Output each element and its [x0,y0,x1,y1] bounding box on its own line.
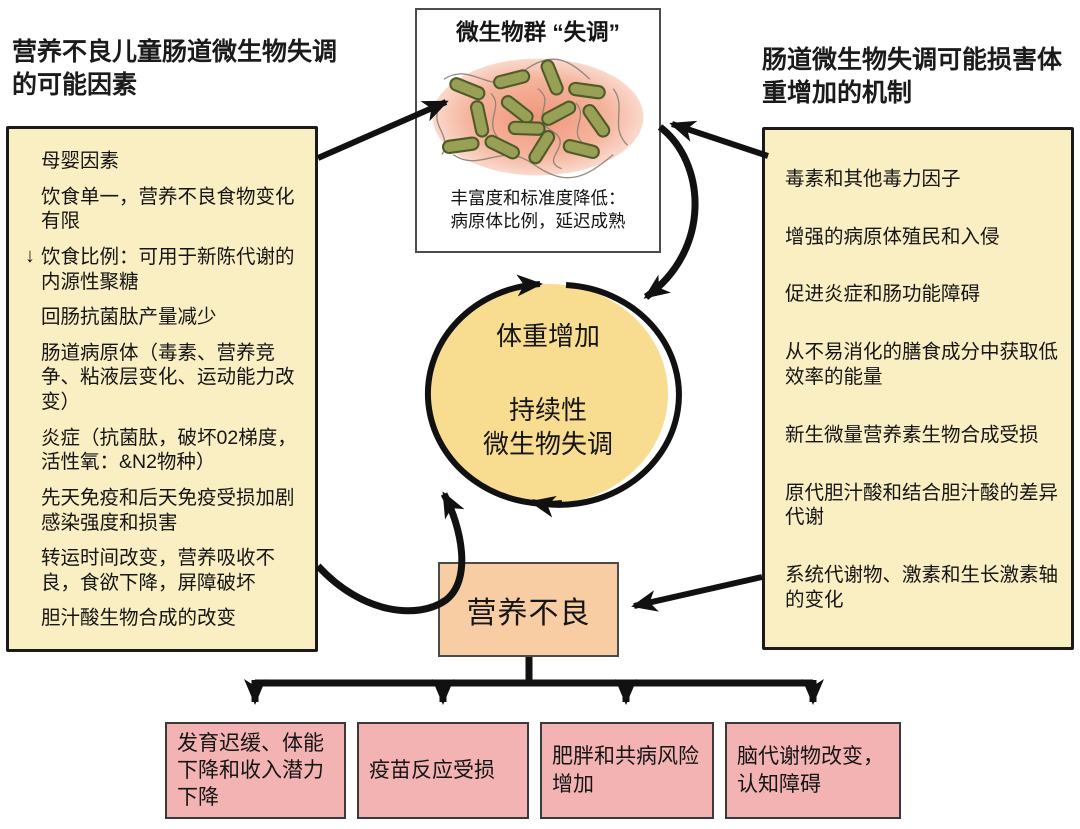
outcome-box: 疫苗反应受损 [357,722,529,819]
list-item-text: 饮食比例：可用于新陈代谢的内源性聚糖 [41,245,295,293]
list-item-text: 回肠抗菌肽产量减少 [41,306,217,329]
outcome-label: 疫苗反应受损 [369,758,495,782]
malnutrition-box: 营养不良 [438,562,619,657]
outcome-box: 脑代谢物改变，认知障碍 [725,722,901,819]
malnutrition-label: 营养不良 [466,596,591,630]
list-item: 原代胆汁酸和结合胆汁酸的差异代谢 [785,481,1061,530]
dysbiosis-title: 微生物群 “失调” [456,20,620,45]
list-item: 肠道病原体（毒素、营养竞争、粘液层变化、运动能力改变） [25,341,305,415]
list-item: 先天免疫和后天免疫受损加剧感染强度和损害 [25,486,305,535]
arrow-right-to-malnutrition [631,574,763,612]
list-item-text: 先天免疫和后天免疫受损加剧感染强度和损害 [41,486,295,534]
cycle-line-dysbiosis: 微生物失调 [482,428,613,459]
list-item-text: 炎症（抗菌肽，破坏02梯度，活性氧：&N2物种） [41,426,297,474]
list-item-text: 新生微量营养素生物合成受损 [785,423,1039,446]
list-item: 转运时间改变，营养吸收不良，食欲下降，屏障破坏 [25,546,305,595]
list-item-text: 转运时间改变，营养吸收不良，食欲下降，屏障破坏 [41,547,276,594]
list-item-text: 系统代谢物、激素和生长激素轴的变化 [785,564,1059,611]
list-item: 促进炎症和肠功能障碍 [785,282,1061,307]
list-item: 母婴因素 [25,149,305,174]
list-item-text: 增强的病原体殖民和入侵 [785,225,1000,248]
list-item-text: 从不易消化的膳食成分中获取低效率的能量 [785,341,1059,388]
down-arrow-icon: ↓ [25,244,35,267]
list-item: 新生微量营养素生物合成受损 [785,423,1061,448]
list-item-text: 促进炎症和肠功能障碍 [785,283,981,306]
dysbiosis-caption: 丰富度和标准度降低： 病原体比例，延迟成熟 [450,188,626,231]
list-item: 回肠抗菌肽产量减少 [25,305,305,330]
list-item: ↓ 饮食比例：可用于新陈代谢的内源性聚糖 [25,245,305,294]
weight-gain-cycle-circle: 体重增加 持续性 微生物失调 [428,284,668,504]
outcome-label: 肥胖和共病风险增加 [552,745,699,796]
list-item-text: 原代胆汁酸和结合胆汁酸的差异代谢 [785,481,1059,529]
list-item: 增强的病原体殖民和入侵 [785,225,1061,250]
list-item: 从不易消化的膳食成分中获取低效率的能量 [785,340,1061,389]
outcome-box: 发育迟缓、体能下降和收入潜力下降 [165,722,346,819]
right-mechanisms-panel: 毒素和其他毒力因子 增强的病原体殖民和入侵 促进炎症和肠功能障碍 从不易消化的膳… [762,127,1074,650]
list-item: 饮食单一，营养不良食物变化有限 [25,185,305,234]
list-item: 毒素和其他毒力因子 [785,167,1061,192]
list-item-text: 母婴因素 [41,150,120,172]
list-item: 胆汁酸生物合成的改变 [25,606,305,631]
list-item-text: 饮食单一，营养不良食物变化有限 [41,185,295,233]
outcome-label: 发育迟缓、体能下降和收入潜力下降 [177,731,324,810]
bacteria-image [432,58,644,179]
arrow-right-to-dysbiosis [669,120,769,159]
left-factors-panel: 母婴因素 饮食单一，营养不良食物变化有限 ↓ 饮食比例：可用于新陈代谢的内源性聚… [6,126,318,652]
cycle-line-persistent: 持续性 [508,394,587,425]
list-item-text: 肠道病原体（毒素、营养竞争、粘液层变化、运动能力改变） [41,341,295,413]
list-item-text: 毒素和其他毒力因子 [785,167,961,190]
outcome-box: 肥胖和共病风险增加 [540,722,714,819]
outcome-label: 脑代谢物改变，认知障碍 [737,745,884,796]
cycle-line-weight-gain: 体重增加 [495,321,600,351]
left-panel-title: 营养不良儿童肠道微生物失调的可能因素 [12,38,338,99]
right-panel-title: 肠道微生物失调可能损害体重增加的机制 [762,46,1063,107]
dysbiosis-box: 微生物群 “失调” [415,8,661,253]
list-item: 炎症（抗菌肽，破坏02梯度，活性氧：&N2物种） [25,426,305,475]
list-item: 系统代谢物、激素和生长激素轴的变化 [785,563,1061,612]
list-item-text: 胆汁酸生物合成的改变 [41,607,237,630]
